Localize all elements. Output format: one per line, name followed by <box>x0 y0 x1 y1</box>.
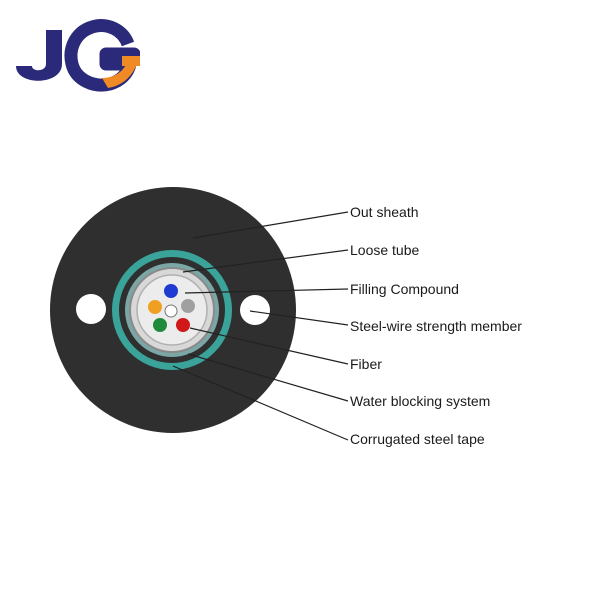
fiber-green <box>153 318 167 332</box>
fiber-white <box>164 304 178 318</box>
leader-corrugated-tape <box>172 365 349 441</box>
leader-fiber <box>189 327 349 365</box>
label-out-sheath: Out sheath <box>350 204 419 220</box>
leader-steel-wire <box>249 310 349 326</box>
label-loose-tube: Loose tube <box>350 242 420 258</box>
leader-filling-compound <box>184 288 349 294</box>
brand-logo: JG <box>10 14 141 94</box>
leader-water-blocking <box>187 353 349 402</box>
label-steel-wire: Steel-wire strength member <box>350 318 522 334</box>
logo-graphic <box>16 19 141 92</box>
logo-letter-j <box>16 30 62 81</box>
leader-out-sheath <box>192 211 349 239</box>
steel-wire-right <box>240 295 270 325</box>
label-fiber: Fiber <box>350 356 382 372</box>
label-water-blocking: Water blocking system <box>350 393 491 409</box>
label-corrugated-tape: Corrugated steel tape <box>350 431 485 447</box>
leader-loose-tube <box>182 249 349 273</box>
steel-wire-left <box>76 294 106 324</box>
logo-accent <box>122 56 140 66</box>
blank-footer-area <box>40 500 580 590</box>
logo-swoosh <box>102 60 138 88</box>
fiber-red <box>176 318 190 332</box>
fiber-blue <box>164 284 178 298</box>
fiber-orange <box>148 300 162 314</box>
label-filling-compound: Filling Compound <box>350 281 459 297</box>
fiber-grey <box>181 299 195 313</box>
